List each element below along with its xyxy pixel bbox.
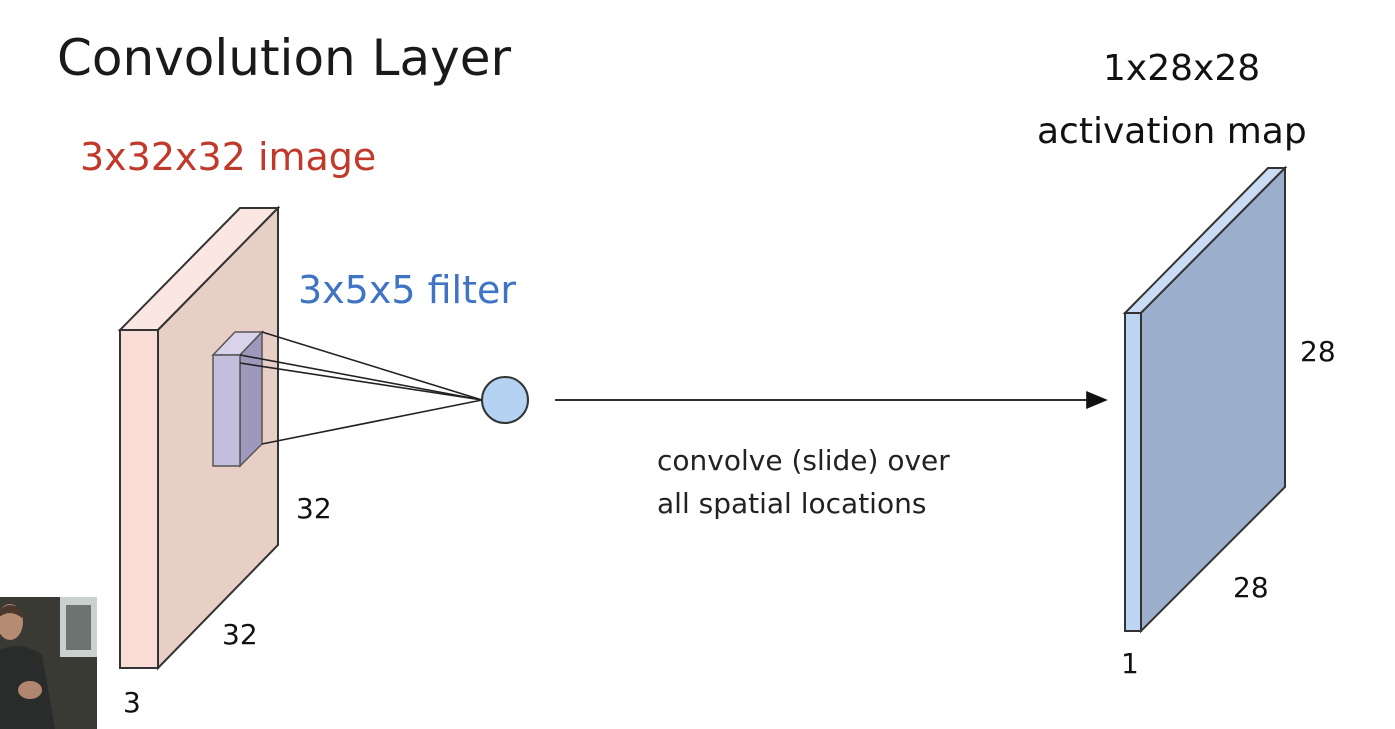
filter-box-front-face bbox=[212, 354, 241, 467]
output-width-label: 28 bbox=[1233, 571, 1269, 604]
input-width-label: 32 bbox=[222, 618, 258, 651]
input-depth-label: 3 bbox=[123, 686, 141, 719]
input-height-label: 32 bbox=[296, 492, 332, 525]
connection-line bbox=[239, 354, 483, 401]
connection-line bbox=[261, 399, 483, 445]
speaker-webcam-inset bbox=[0, 597, 97, 729]
output-depth-label: 1 bbox=[1121, 647, 1139, 680]
convolve-caption-line1: convolve (slide) over bbox=[657, 444, 950, 477]
filter-box bbox=[211, 330, 264, 468]
filter-connections bbox=[239, 331, 483, 445]
convolve-caption-line2: all spatial locations bbox=[657, 487, 926, 520]
webcam-person-hair bbox=[0, 605, 24, 618]
activation-map-front-face bbox=[1124, 312, 1142, 632]
filter-box-side-face bbox=[239, 330, 263, 468]
neuron-circle bbox=[481, 376, 529, 424]
output-label-line2: activation map bbox=[1037, 111, 1307, 152]
filter-label: 3x5x5 filter bbox=[298, 268, 516, 312]
slide-title: Convolution Layer bbox=[57, 29, 511, 87]
webcam-window-frame bbox=[66, 605, 91, 650]
webcam-person-hands bbox=[18, 681, 42, 699]
activation-map-volume bbox=[1122, 165, 1288, 634]
connection-line bbox=[261, 331, 483, 401]
input-volume-front-face bbox=[119, 329, 159, 669]
output-height-label: 28 bbox=[1300, 335, 1336, 368]
output-label-line1: 1x28x28 bbox=[1103, 48, 1260, 89]
connection-line bbox=[239, 362, 483, 401]
input-volume-label: 3x32x32 image bbox=[80, 135, 376, 179]
